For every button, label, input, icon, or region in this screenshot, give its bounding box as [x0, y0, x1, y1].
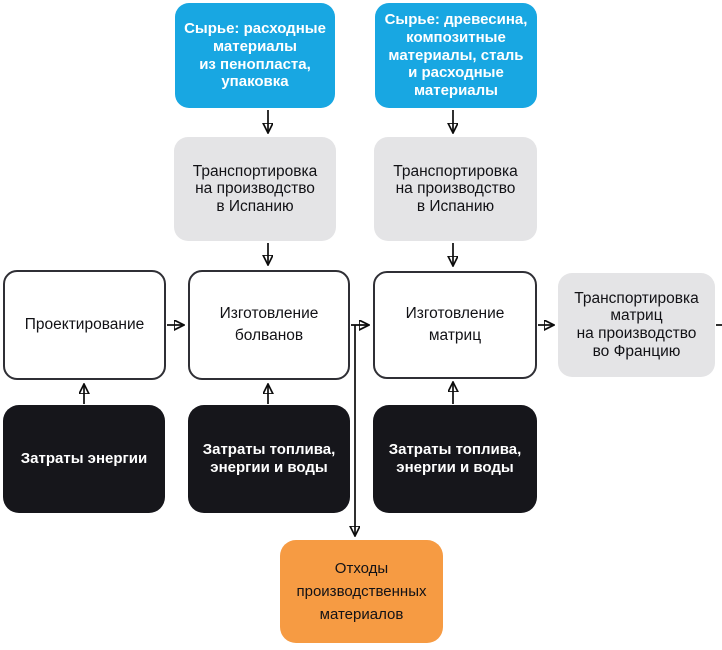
node-fuel-energy-water-right: Затраты топлива, энергии и воды	[373, 405, 537, 513]
node-transport-to-spain-left: Транспортировка на производство в Испани…	[174, 137, 336, 241]
node-transport-to-spain-right: Транспортировка на производство в Испани…	[374, 137, 537, 241]
node-production-waste: Отходы производственных материалов	[280, 540, 443, 643]
node-plug-production: Изготовление болванов	[188, 270, 350, 380]
node-design: Проектирование	[3, 270, 166, 380]
node-raw-materials-foam: Сырье: расходные материалы из пенопласта…	[175, 3, 335, 108]
node-energy-costs: Затраты энергии	[3, 405, 165, 513]
node-raw-materials-wood: Сырье: древесина, композитные материалы,…	[375, 3, 537, 108]
node-mold-production: Изготовление матриц	[373, 271, 537, 379]
node-fuel-energy-water-left: Затраты топлива, энергии и воды	[188, 405, 350, 513]
node-transport-to-france: Транспортировка матриц на производство в…	[558, 273, 715, 377]
